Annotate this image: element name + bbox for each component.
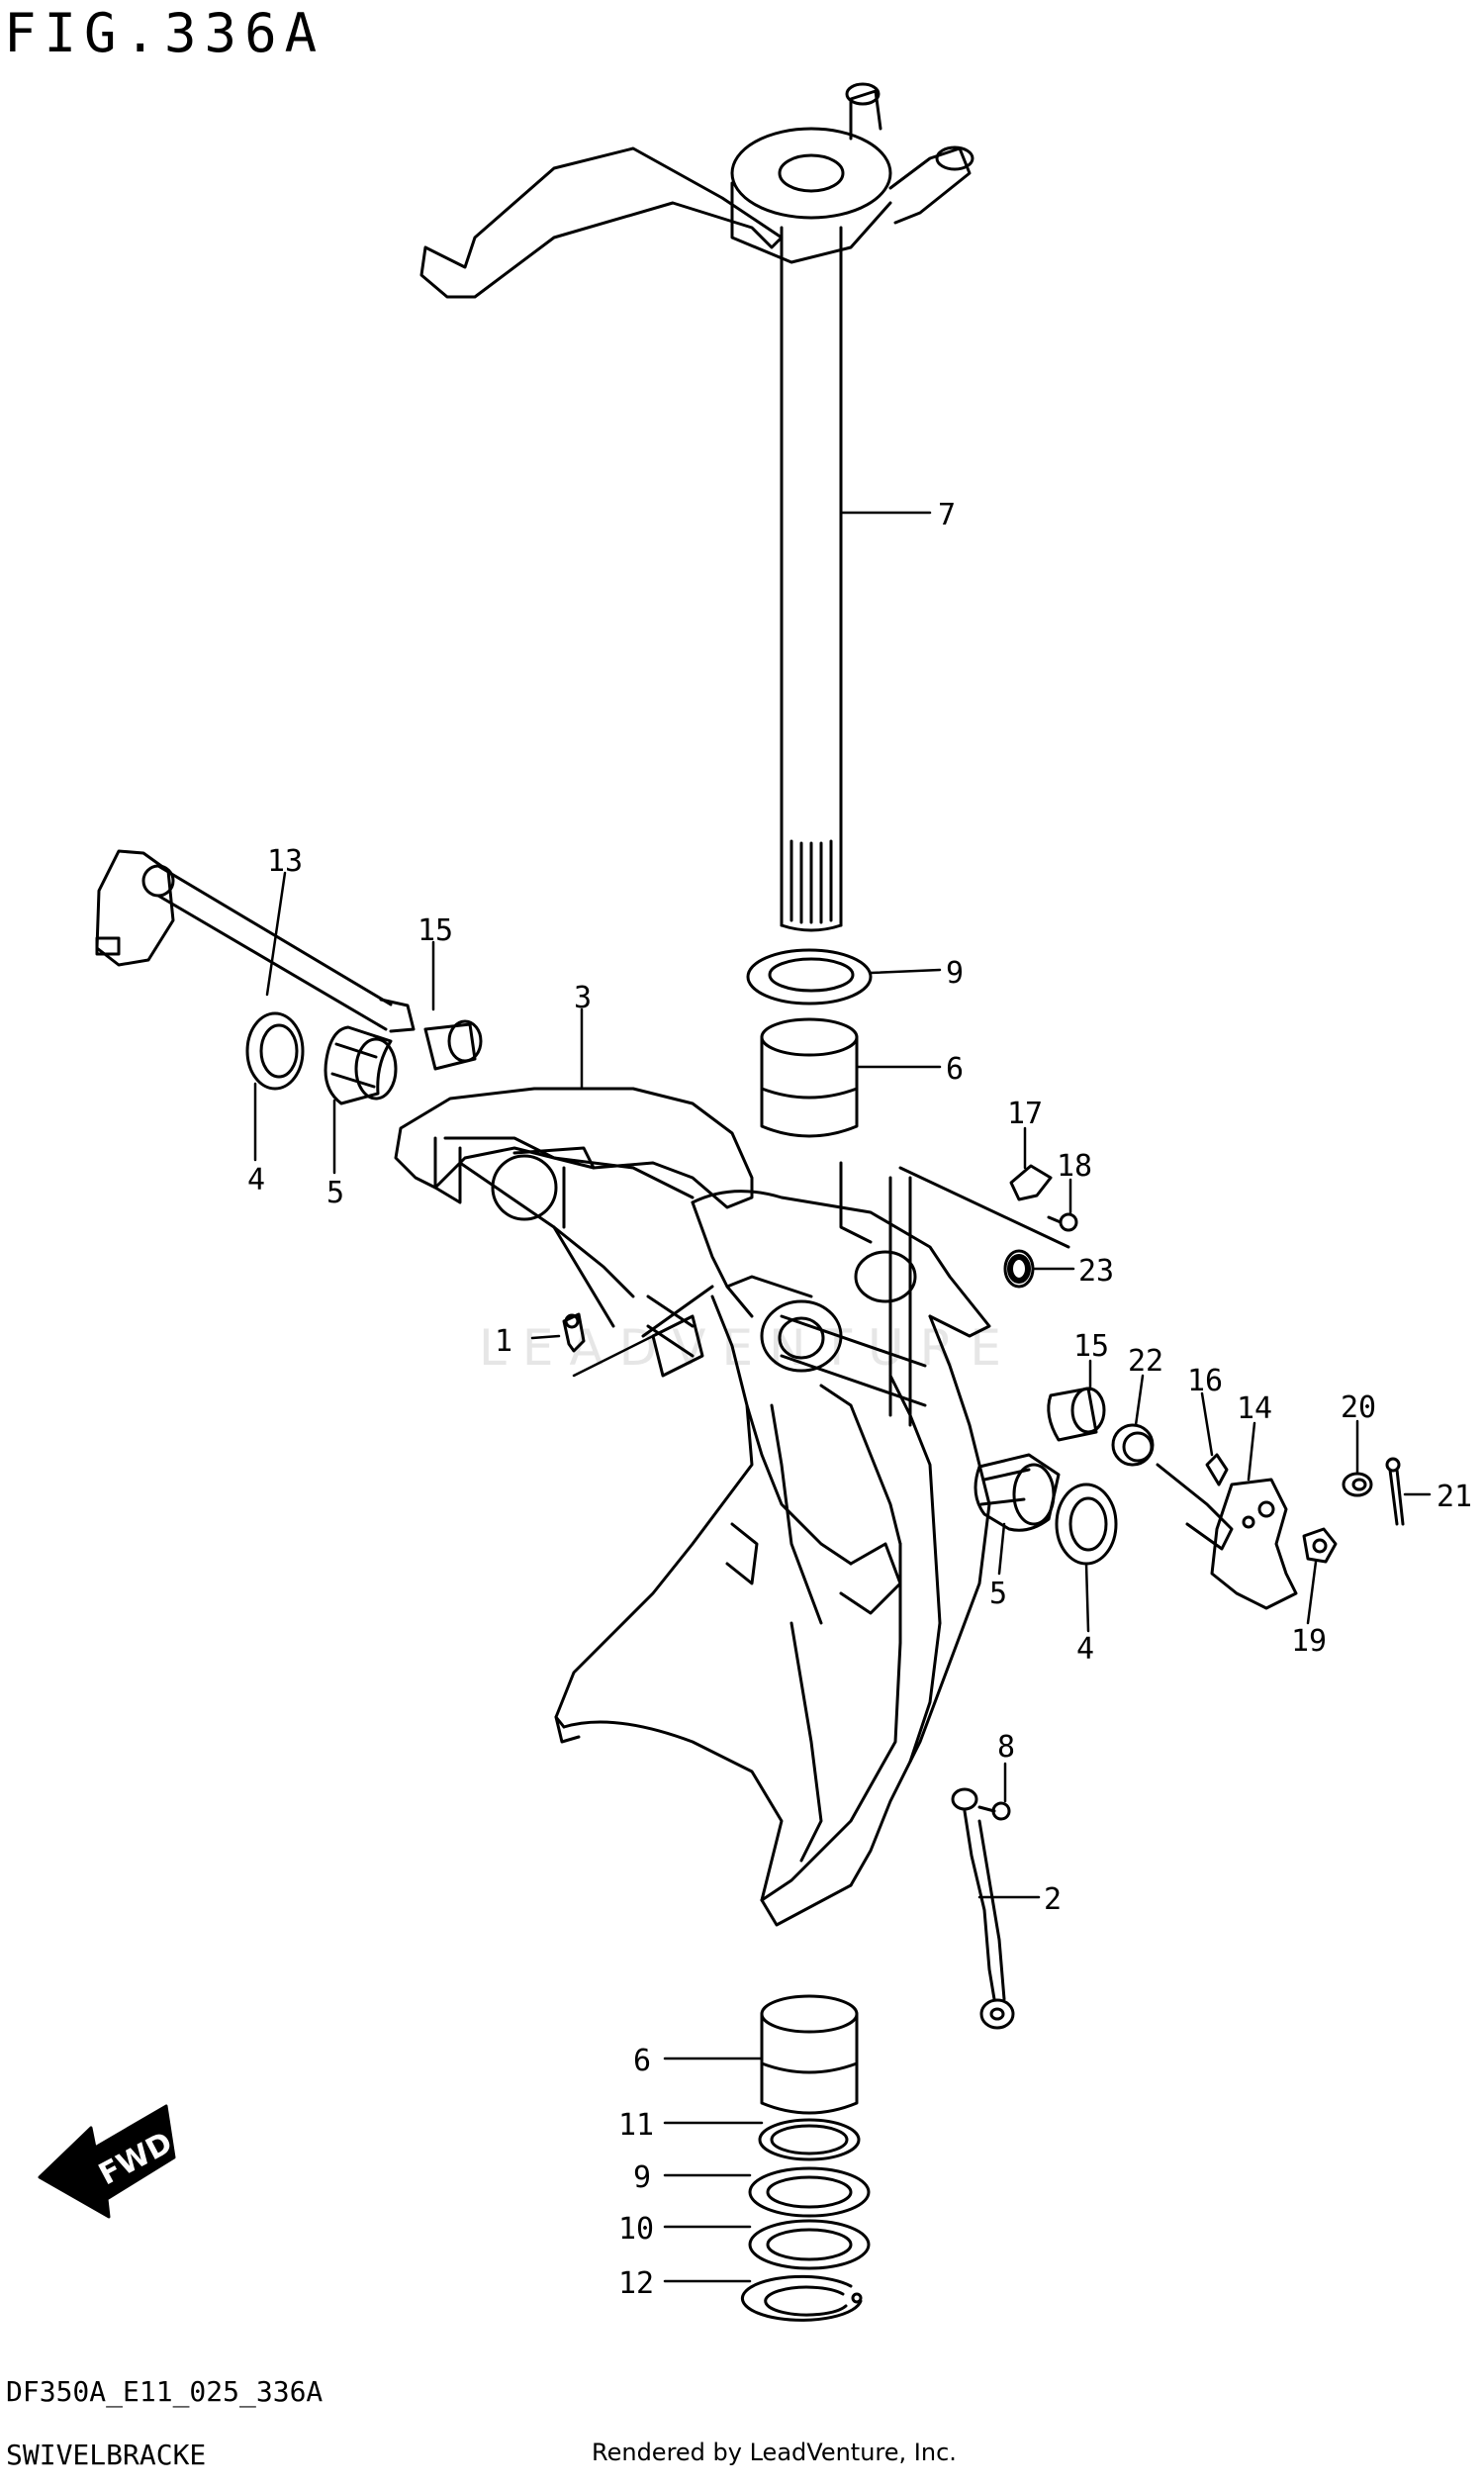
- callouts: 7 13 15 3 9 6 4 5 17 18 23 1 15 22 16 14…: [247, 498, 1472, 2301]
- callout-7: 7: [938, 498, 956, 532]
- figure-title: FIG.336A: [4, 2, 325, 64]
- part-bushing-15-right[interactable]: [1047, 1387, 1106, 1442]
- callout-2: 2: [1044, 1882, 1062, 1917]
- part-swivel-bracket[interactable]: [394, 1087, 1070, 1927]
- callout-1: 1: [495, 1324, 512, 1359]
- part-spring-23[interactable]: [1003, 1249, 1035, 1289]
- part-washer-4-left[interactable]: [245, 1011, 305, 1091]
- leader-lines: [253, 511, 1432, 2283]
- part-screw-18[interactable]: [1047, 1212, 1078, 1232]
- callout-21: 21: [1437, 1480, 1472, 1514]
- part-steering-shaft[interactable]: [419, 82, 974, 932]
- part-bolt-8[interactable]: [977, 1801, 1011, 1821]
- part-pin-16[interactable]: [1205, 1453, 1229, 1486]
- callout-6-bottom: 6: [633, 2044, 651, 2078]
- part-washer-9-bottom[interactable]: [748, 2166, 871, 2218]
- callout-17: 17: [1007, 1097, 1043, 1131]
- diagram-name: SWIVELBRACKE: [6, 2439, 207, 2471]
- part-washer-9-top[interactable]: [746, 948, 873, 1006]
- part-tilt-tube[interactable]: [95, 849, 416, 1033]
- part-clip-17[interactable]: [1009, 1164, 1053, 1201]
- part-spring-22[interactable]: [1111, 1423, 1234, 1551]
- callout-15-right: 15: [1073, 1329, 1109, 1364]
- fwd-arrow-icon: FWD: [38, 2104, 178, 2219]
- callout-6: 6: [946, 1052, 964, 1087]
- callout-10: 10: [618, 2212, 654, 2247]
- part-bushing-6-bottom[interactable]: [760, 1994, 859, 2115]
- callout-15: 15: [417, 913, 453, 948]
- callout-13: 13: [267, 844, 303, 879]
- part-washer-4-right[interactable]: [1055, 1483, 1118, 1566]
- part-grease-nipple-1[interactable]: [562, 1312, 586, 1353]
- part-ground-wire-2[interactable]: [951, 1787, 1015, 2030]
- part-nut-19[interactable]: [1302, 1527, 1338, 1564]
- callout-11: 11: [618, 2108, 654, 2143]
- part-washer-20[interactable]: [1342, 1472, 1373, 1497]
- callout-12: 12: [618, 2266, 654, 2301]
- part-circlip-12[interactable]: [740, 2274, 863, 2322]
- part-bushing-5-right[interactable]: [974, 1453, 1061, 1532]
- callout-5: 5: [326, 1176, 344, 1210]
- part-bushing-5-left[interactable]: [324, 1025, 398, 1105]
- part-split-pin-21[interactable]: [1385, 1457, 1405, 1526]
- callout-8: 8: [997, 1730, 1015, 1765]
- callout-3: 3: [574, 981, 592, 1015]
- callout-19: 19: [1291, 1624, 1327, 1659]
- callout-9-bottom: 9: [633, 2160, 651, 2195]
- callout-18: 18: [1057, 1149, 1092, 1184]
- render-credit: Rendered by LeadVenture, Inc.: [592, 2439, 957, 2466]
- part-washer-11[interactable]: [758, 2118, 861, 2161]
- callout-9: 9: [946, 956, 964, 991]
- part-bushing-15-left[interactable]: [423, 1019, 483, 1071]
- part-bushing-6-top[interactable]: [760, 1017, 859, 1138]
- callout-23: 23: [1078, 1254, 1114, 1289]
- part-lever-14[interactable]: [1210, 1478, 1298, 1610]
- callout-4: 4: [247, 1163, 265, 1197]
- callout-16: 16: [1187, 1364, 1223, 1398]
- callout-22: 22: [1128, 1344, 1163, 1379]
- callout-20: 20: [1341, 1390, 1376, 1425]
- callout-5-right: 5: [989, 1577, 1007, 1611]
- diagram-code: DF350A_E11_025_336A: [6, 2375, 324, 2408]
- callout-14: 14: [1237, 1391, 1272, 1426]
- callout-4-right: 4: [1076, 1632, 1094, 1667]
- part-washer-10[interactable]: [748, 2219, 871, 2270]
